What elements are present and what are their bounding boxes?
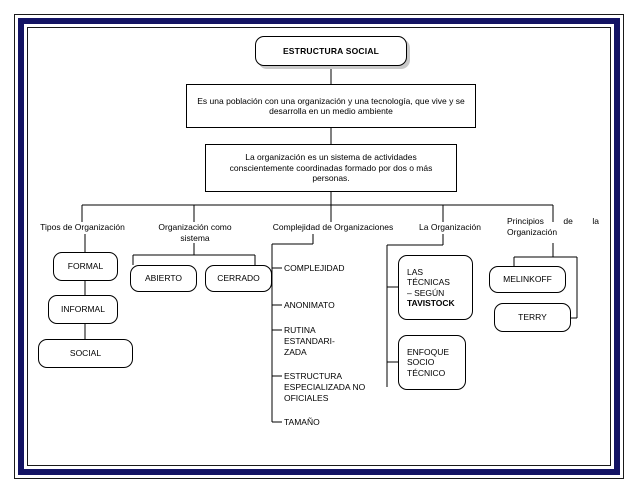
definition-box-2: La organización es un sistema de activid… — [205, 144, 457, 192]
list-item-tamano: TAMAÑO — [284, 417, 320, 427]
node-social: SOCIAL — [38, 339, 133, 368]
list-item-estructura: ESTRUCTURA ESPECIALIZADA NO OFICIALES — [284, 371, 366, 403]
list-item-anonimato: ANONIMATO — [284, 300, 335, 310]
node-cerrado: CERRADO — [205, 265, 272, 292]
node-tecnicas-line-2: TÉCNICAS — [407, 277, 450, 288]
node-terry: TERRY — [494, 303, 571, 332]
branch-heading-la-organizacion: La Organización — [419, 222, 481, 232]
branch-heading-sistema: Organización como sistema — [158, 222, 232, 243]
node-melinkoff: MELINKOFF — [489, 266, 566, 293]
node-informal: INFORMAL — [48, 295, 118, 324]
branch-heading-complejidad: Complejidad de Organizaciones — [272, 222, 394, 232]
node-abierto: ABIERTO — [130, 265, 197, 292]
node-tecnicas-tavistock: LAS TÉCNICAS – SEGÚN TAVISTOCK — [398, 255, 473, 320]
node-tecnicas-tavistock-label: TAVISTOCK — [407, 297, 455, 308]
definition-box-1: Es una población con una organización y … — [186, 84, 476, 128]
branch-heading-principios: Principios de la Organización — [507, 216, 599, 237]
node-tecnicas-line-3: – SEGÚN — [407, 287, 445, 298]
list-item-rutina: RUTINA ESTANDARI- ZADA — [284, 325, 335, 357]
list-item-complejidad: COMPLEJIDAD — [284, 263, 345, 273]
node-tecnicas-line-1: LAS — [407, 266, 424, 277]
node-enfoque-socio-tecnico: ENFOQUE SOCIO TÉCNICO — [398, 335, 466, 390]
node-formal: FORMAL — [53, 252, 118, 281]
title-box: ESTRUCTURA SOCIAL — [255, 36, 407, 66]
branch-heading-tipos: Tipos de Organización — [40, 222, 125, 232]
